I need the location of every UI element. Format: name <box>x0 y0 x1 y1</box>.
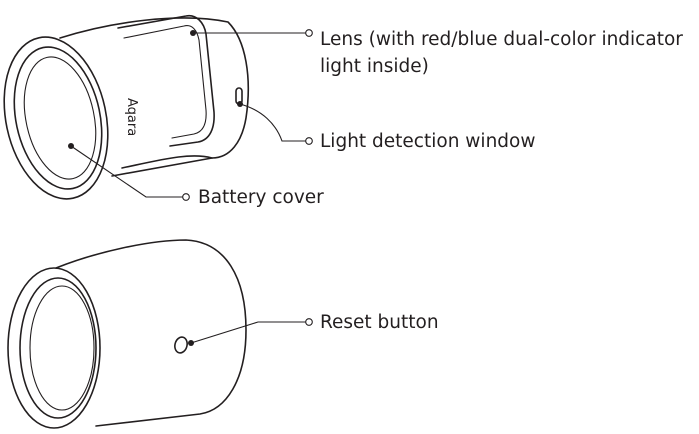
top-body-outline <box>59 17 250 177</box>
top-front-rim-mid <box>13 46 103 190</box>
lens-label-line1: Lens (with red/blue dual-color indicator <box>320 29 683 50</box>
reset-button-label: Reset button <box>320 312 439 333</box>
aqara-logo-text: Aqara <box>124 98 139 136</box>
reset-button-leader-end <box>305 318 313 326</box>
lens-window-outer <box>117 14 215 147</box>
light-detection-leader-end <box>305 137 313 145</box>
reset-button-hole <box>174 336 188 354</box>
callout-lens: Lens (with red/blue dual-color indicator… <box>190 29 683 77</box>
top-front-rim-outer <box>3 36 109 200</box>
sensor-bottom-view <box>7 239 247 429</box>
bottom-front-rim-outer <box>7 267 101 429</box>
battery-cover-face <box>23 56 97 180</box>
callout-light-detection: Light detection window <box>237 101 536 152</box>
lens-label-line2: light inside) <box>320 56 429 77</box>
lens-window-inner <box>123 25 207 139</box>
bottom-front-face <box>29 285 95 411</box>
bottom-front-rim-mid <box>19 277 97 419</box>
callout-battery-cover: Battery cover <box>68 143 324 208</box>
battery-cover-label: Battery cover <box>198 187 324 208</box>
callout-reset-button: Reset button <box>188 312 439 346</box>
light-detection-label: Light detection window <box>320 131 536 152</box>
top-body-bottom-edge <box>121 155 213 169</box>
lens-leader-end <box>305 29 313 37</box>
bottom-body-outline <box>55 239 247 427</box>
sensor-top-view: Aqara <box>3 14 250 200</box>
battery-cover-leader-end <box>182 193 190 201</box>
